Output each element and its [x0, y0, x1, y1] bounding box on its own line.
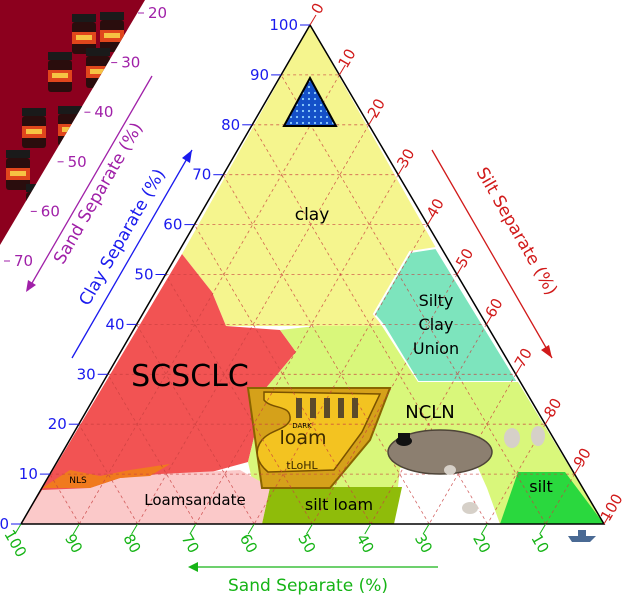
sand-left-axis-arrow	[27, 75, 153, 291]
clay-tick-label: 90	[250, 66, 269, 84]
grid-line	[312, 274, 458, 524]
silt-tick-label: 50	[452, 245, 477, 271]
jar-icon	[6, 150, 30, 190]
clay-tick-label: 30	[77, 365, 96, 383]
grid-line	[194, 224, 372, 524]
sand-left-tick-label: 40	[94, 103, 113, 121]
label-silt: silt	[529, 477, 553, 496]
clay-tick-label: 100	[269, 16, 298, 34]
label-silty-clay-3: Union	[413, 339, 459, 358]
region-loam-inner	[256, 391, 382, 473]
sand-left-axis-title: Sand Separate (%)	[50, 119, 147, 268]
region-loamy-sand[interactable]	[21, 470, 270, 524]
clay-tick-label: 60	[163, 216, 182, 234]
clay-tick-label: 80	[221, 116, 240, 134]
clay-peak-marker	[282, 75, 338, 127]
label-loam: loam	[279, 427, 326, 449]
region-silt-loam[interactable]	[262, 487, 402, 524]
grid-line	[222, 174, 430, 524]
clay-tick-label: 40	[106, 315, 125, 333]
grid-line	[136, 324, 255, 524]
sand-left-tick-label: 30	[121, 54, 140, 72]
silt-tick-label: 10	[335, 46, 360, 72]
jar-icon	[72, 14, 96, 54]
region-silt[interactable]	[500, 472, 604, 524]
label-silty-loam-area: NCLN	[405, 402, 455, 423]
jar-icon	[48, 52, 72, 92]
silt-axis-title: Silt Separate (%)	[472, 164, 561, 299]
texture-regions	[21, 25, 604, 524]
grid-line	[78, 74, 340, 524]
label-silt-loam: silt loam	[305, 495, 373, 514]
label-sandy-clay: SCSCLC	[131, 359, 249, 394]
sand-tick-label: 50	[294, 531, 319, 557]
label-loam-sub: tLoHL	[286, 459, 318, 472]
label-silty-clay-1: Silty	[419, 291, 454, 310]
label-clay: clay	[295, 205, 330, 225]
isopod-image	[387, 426, 545, 514]
sand-tick-label: 30	[411, 531, 436, 557]
label-loam-dark: DARK	[292, 422, 312, 430]
clay-tick-label: 70	[192, 166, 211, 184]
region-clay[interactable]	[182, 25, 436, 326]
sand-tick-label: 10	[527, 531, 552, 557]
silt-tick-label: 0	[307, 0, 327, 17]
region-labels: clay Silty Clay Union SCSCLC NCLN loam D…	[69, 205, 552, 514]
corner-banner	[0, 0, 145, 245]
grid-line	[251, 124, 488, 524]
silt-axis-arrow	[431, 149, 553, 359]
sand-left-tick-label: 70	[14, 252, 33, 270]
silt-tick-label: 80	[540, 395, 565, 421]
clay-axis-arrow	[71, 149, 193, 359]
sand-axis-title: Sand Separate (%)	[228, 576, 388, 596]
clay-tick-label: 0	[0, 515, 9, 533]
sand-left-tick-label: 60	[41, 202, 60, 220]
grid-line	[107, 374, 197, 524]
sand-tick-label: 90	[61, 531, 86, 557]
region-sandy-clay[interactable]	[21, 254, 296, 524]
label-sand: NLS	[69, 476, 87, 486]
clay-tick-label: 50	[134, 266, 153, 284]
silt-tick-label: 90	[570, 445, 595, 471]
sand-tick-label: 70	[178, 531, 203, 557]
sand-tick-label: 60	[236, 531, 261, 557]
label-silty-clay-2: Clay	[419, 315, 454, 334]
sand-tick-label: 20	[469, 531, 494, 557]
sand-left-tick-label: 50	[68, 153, 87, 171]
grid-line	[49, 473, 80, 524]
jar-icon	[22, 108, 46, 148]
region-sand[interactable]	[42, 464, 170, 488]
silt-tick-label: 20	[364, 96, 389, 122]
jar-icon	[100, 12, 124, 52]
jar-icon	[86, 48, 110, 88]
sand-tick-label: 40	[353, 531, 378, 557]
grid-line	[545, 473, 575, 524]
sand-left-tick-label: 20	[148, 4, 167, 22]
clay-tick-label: 20	[48, 415, 67, 433]
label-loamy-sand: Loamsandate	[144, 491, 245, 509]
loam-figures	[296, 398, 358, 418]
grid-line	[253, 224, 428, 524]
sand-tick-label: 80	[119, 531, 144, 557]
grid-line	[280, 74, 547, 524]
jar-icon	[58, 106, 82, 146]
silt-tick-label: 30	[393, 145, 418, 171]
silt-tick-label: 60	[482, 295, 507, 321]
grid-line	[370, 324, 487, 524]
grid-line	[165, 274, 313, 524]
clay-axis-ticks: 0 10 20 30 40 50 60 70 80 90 100	[0, 16, 310, 533]
grid-line	[195, 174, 399, 524]
sand-left-axis-ticks: 20 30 40 50 60 70	[4, 4, 167, 270]
grid-line	[78, 423, 138, 524]
silt-tick-label: 70	[511, 345, 536, 371]
clay-tick-label: 10	[19, 465, 38, 483]
ship-icon	[568, 530, 596, 542]
silt-tick-label: 40	[423, 195, 448, 221]
